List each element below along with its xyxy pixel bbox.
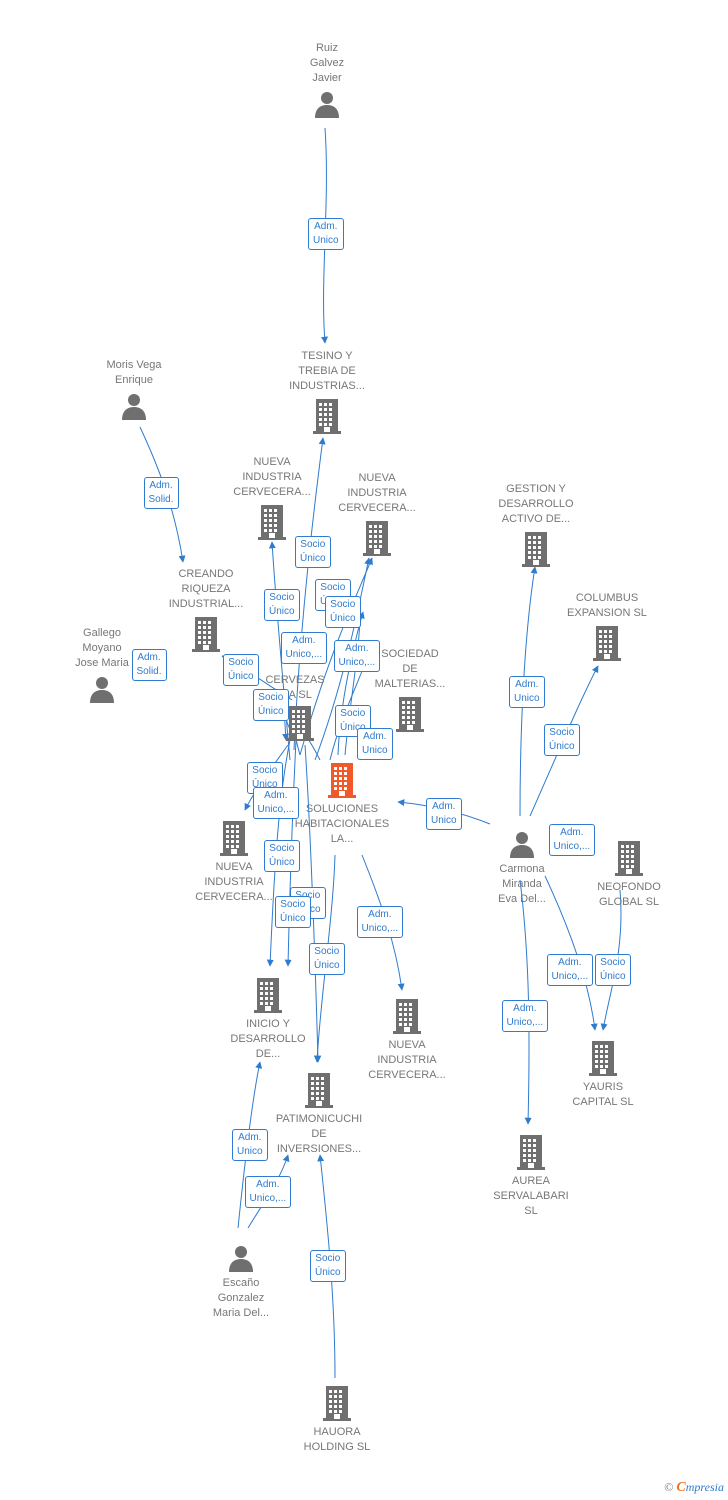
node-label-moris[interactable]: Moris Vega Enrique — [79, 358, 189, 388]
relation-edge — [266, 739, 291, 967]
node-label-text: AUREA SERVALABARI SL — [493, 1175, 569, 1217]
person-icon[interactable] — [508, 830, 536, 863]
relation-badge[interactable]: Adm. Unico — [426, 798, 462, 830]
node-label-text: NUEVA INDUSTRIA CERVECERA... — [338, 472, 416, 514]
relation-badge[interactable]: Adm. Unico — [232, 1129, 268, 1161]
building-icon[interactable] — [591, 625, 623, 666]
building-icon[interactable] — [256, 504, 288, 545]
relation-badge[interactable]: Socio Único — [264, 589, 300, 621]
node-label-gallego[interactable]: Gallego Moyano Jose Maria — [47, 626, 157, 671]
node-label-nueva4[interactable]: NUEVA INDUSTRIA CERVECERA... — [352, 1038, 462, 1083]
node-label-columbus[interactable]: COLUMBUS EXPANSION SL — [552, 591, 662, 621]
node-label-soluciones[interactable]: SOLUCIONES HABITACIONALES LA... — [287, 802, 397, 847]
node-label-text: SOCIEDAD DE MALTERIAS... — [374, 648, 446, 690]
node-label-text: Carmona Miranda Eva Del... — [498, 863, 546, 905]
node-label-hauora[interactable]: HAUORA HOLDING SL — [282, 1425, 392, 1455]
node-label-nueva3[interactable]: NUEVA INDUSTRIA CERVECERA... — [179, 860, 289, 905]
building-icon[interactable] — [391, 998, 423, 1039]
relation-badge[interactable]: Adm. Solid. — [143, 477, 179, 509]
node-label-text: Moris Vega Enrique — [106, 359, 162, 386]
node-label-sociedad[interactable]: SOCIEDAD DE MALTERIAS... — [355, 647, 465, 692]
node-label-gestion[interactable]: GESTION Y DESARROLLO ACTIVO DE... — [481, 482, 591, 527]
relation-badge[interactable]: Adm. Unico — [357, 728, 393, 760]
node-label-aurea[interactable]: AUREA SERVALABARI SL — [476, 1174, 586, 1219]
relation-badge[interactable]: Socio Único — [295, 536, 331, 568]
node-label-escano[interactable]: Escaño Gonzalez Maria Del... — [186, 1276, 296, 1321]
relation-badge[interactable]: Adm. Unico,... — [252, 787, 300, 819]
node-label-text: NEOFONDO GLOBAL SL — [597, 881, 661, 908]
building-icon[interactable] — [252, 977, 284, 1018]
relation-badge[interactable]: Adm. Unico,... — [356, 906, 404, 938]
building-icon[interactable] — [394, 696, 426, 737]
relation-badge[interactable]: Socio Único — [275, 896, 311, 928]
node-label-text: YAURIS CAPITAL SL — [572, 1081, 634, 1108]
node-label-text: Ruiz Galvez Javier — [309, 42, 345, 84]
building-icon[interactable] — [190, 616, 222, 657]
building-icon[interactable] — [361, 520, 393, 561]
node-label-text: COLUMBUS EXPANSION SL — [567, 592, 647, 619]
node-label-text: TESINO Y TREBIA DE INDUSTRIAS... — [289, 350, 365, 392]
relation-badge[interactable]: Adm. Unico,... — [548, 824, 596, 856]
person-icon[interactable] — [227, 1244, 255, 1277]
building-icon[interactable] — [587, 1040, 619, 1081]
building-icon[interactable] — [284, 705, 316, 746]
relation-badge[interactable]: Adm. Unico — [308, 218, 344, 250]
relation-badge[interactable]: Socio Único — [309, 943, 345, 975]
relation-badge[interactable]: Socio Único — [264, 840, 300, 872]
relation-badge[interactable]: Socio Único — [310, 1250, 346, 1282]
building-icon[interactable] — [311, 398, 343, 439]
node-label-text: NUEVA INDUSTRIA CERVECERA... — [233, 456, 311, 498]
relation-badge[interactable]: Adm. Unico,... — [501, 1000, 549, 1032]
node-label-text: INICIO Y DESARROLLO DE... — [230, 1018, 306, 1060]
relation-badge[interactable]: Adm. Solid. — [131, 649, 167, 681]
node-label-ruiz[interactable]: Ruiz Galvez Javier — [272, 41, 382, 86]
building-icon[interactable] — [303, 1072, 335, 1113]
node-label-text: SOLUCIONES HABITACIONALES LA... — [294, 803, 390, 845]
node-label-text: CREANDO RIQUEZA INDUSTRIAL... — [168, 568, 244, 610]
node-label-carmona[interactable]: Carmona Miranda Eva Del... — [467, 862, 577, 907]
relation-badge[interactable]: Adm. Unico,... — [333, 640, 381, 672]
node-label-yauris[interactable]: YAURIS CAPITAL SL — [548, 1080, 658, 1110]
relation-badge[interactable]: Socio Único — [253, 689, 289, 721]
node-label-patimonicuchi[interactable]: PATIMONICUCHI DE INVERSIONES... — [264, 1112, 374, 1157]
relation-badge[interactable]: Socio Único — [325, 596, 361, 628]
building-icon[interactable] — [218, 820, 250, 861]
node-label-creando[interactable]: CREANDO RIQUEZA INDUSTRIAL... — [151, 567, 261, 612]
building-icon[interactable] — [321, 1385, 353, 1426]
node-label-text: Gallego Moyano Jose Maria — [75, 627, 129, 669]
node-label-text: NUEVA INDUSTRIA CERVECERA... — [195, 861, 273, 903]
relation-badge[interactable]: Socio Único — [223, 654, 259, 686]
node-label-nueva1[interactable]: NUEVA INDUSTRIA CERVECERA... — [217, 455, 327, 500]
building-icon[interactable] — [520, 531, 552, 572]
node-label-neofondo[interactable]: NEOFONDO GLOBAL SL — [574, 880, 684, 910]
building-icon[interactable] — [326, 762, 358, 803]
building-icon[interactable] — [515, 1134, 547, 1175]
relation-badge[interactable]: Adm. Unico,... — [546, 954, 594, 986]
relation-badge[interactable]: Adm. Unico,... — [244, 1176, 292, 1208]
building-icon[interactable] — [613, 840, 645, 881]
node-label-nueva2[interactable]: NUEVA INDUSTRIA CERVECERA... — [322, 471, 432, 516]
node-label-text: Escaño Gonzalez Maria Del... — [212, 1277, 270, 1319]
person-icon[interactable] — [88, 675, 116, 708]
relation-badge[interactable]: Adm. Unico — [509, 676, 545, 708]
node-label-text: PATIMONICUCHI DE INVERSIONES... — [275, 1113, 363, 1155]
relation-badge[interactable]: Adm. Unico,... — [280, 632, 328, 664]
node-label-text: GESTION Y DESARROLLO ACTIVO DE... — [498, 483, 574, 525]
relation-badge[interactable]: Socio Único — [595, 954, 631, 986]
node-label-text: HAUORA HOLDING SL — [303, 1426, 371, 1453]
person-icon[interactable] — [313, 90, 341, 123]
node-label-inicio[interactable]: INICIO Y DESARROLLO DE... — [213, 1017, 323, 1062]
node-label-text: NUEVA INDUSTRIA CERVECERA... — [368, 1039, 446, 1081]
person-icon[interactable] — [120, 392, 148, 425]
empresia-logo: ©Cmpresia — [664, 1480, 724, 1495]
relation-badge[interactable]: Socio Único — [544, 724, 580, 756]
node-label-tesino[interactable]: TESINO Y TREBIA DE INDUSTRIAS... — [272, 349, 382, 394]
relation-edge — [293, 437, 326, 751]
